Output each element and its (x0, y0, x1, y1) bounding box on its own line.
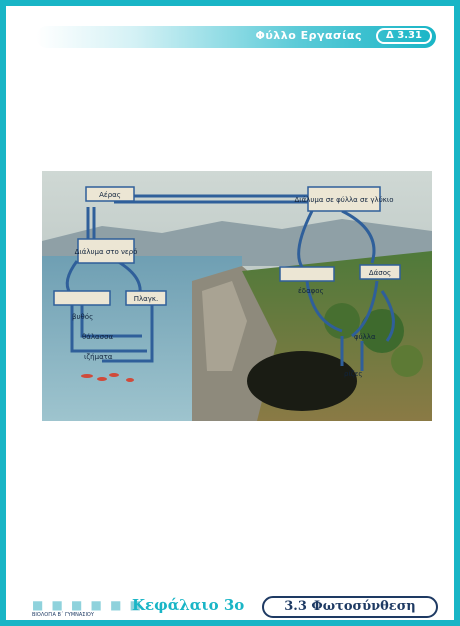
section-title: 3.3 Φωτοσύνθεση (262, 596, 438, 618)
footer-small-text: ΒΙΟΛΟΓΙΑ Β΄ ΓΥΜΝΑΣΙΟΥ (32, 612, 94, 618)
cycle-arrows (65, 194, 395, 371)
worksheet-number-badge: Δ 3.31 (376, 28, 432, 44)
label-box-left-a (53, 290, 111, 306)
label-plankton: Πλαγκ. (134, 295, 159, 303)
label-dissolved: Διάλυμα στο νερό (75, 248, 138, 256)
mountains (42, 219, 432, 266)
label-air: Αέρας (99, 191, 121, 199)
worksheet-title: Φύλλο Εργασίας (255, 29, 362, 42)
cave (247, 351, 357, 411)
label-leaves: φύλλα (354, 333, 376, 341)
footer-dots: ■ ■ ■ ■ ■ ■ (32, 598, 143, 612)
label-box-air: Αέρας (85, 186, 135, 202)
label-box-forest: Δάσος (359, 264, 401, 280)
fish (81, 374, 93, 378)
label-box-dissolved: Διάλυμα στο νερό (75, 238, 138, 264)
label-sediments: ιζήματα (84, 353, 113, 361)
carbon-cycle-diagram: Αέρας Διάλυμα σε φύλλα σε γλύκιο Διάλυμα… (42, 171, 432, 421)
page-footer: ■ ■ ■ ■ ■ ■ Κεφάλαιο 3ο 3.3 Φωτοσύνθεση … (26, 596, 446, 620)
label-box-terrestrial: Διάλυμα σε φύλλα σε γλύκιο (294, 186, 394, 212)
label-terrestrial: Διάλυμα σε φύλλα σε γλύκιο (294, 196, 393, 204)
label-roots: ρίζες (344, 370, 363, 378)
label-seabed: βυθός (72, 313, 93, 321)
label-box-plankton: Πλαγκ. (125, 290, 167, 306)
label-forest: Δάσος (369, 269, 391, 277)
label-box-right-a (279, 266, 335, 282)
carbon-cycle-illustration: Αέρας Διάλυμα σε φύλλα σε γλύκιο Διάλυμα… (42, 171, 432, 421)
label-soil: έδαφος (298, 287, 324, 295)
header-bar: Φύλλο Εργασίας Δ 3.31 (36, 26, 436, 48)
chapter-title: Κεφάλαιο 3ο (132, 596, 245, 614)
label-sea: θάλασσα (82, 333, 114, 341)
